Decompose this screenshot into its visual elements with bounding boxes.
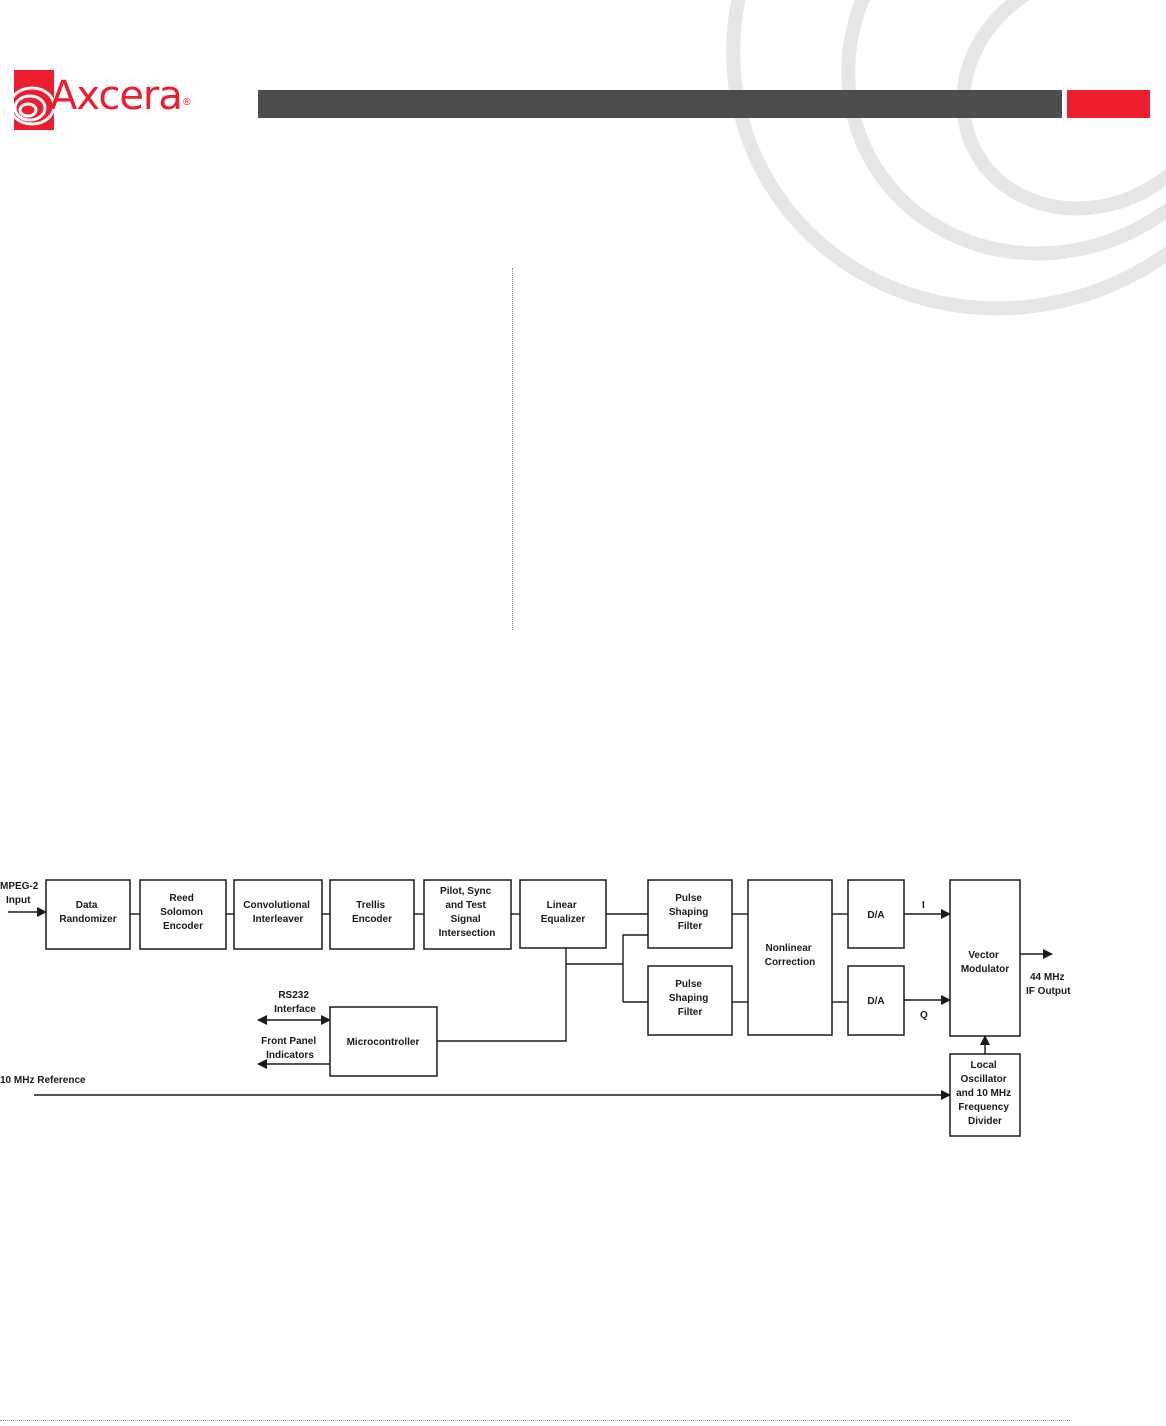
block-diagram: Data Randomizer Reed Solomon Encoder Con… bbox=[0, 879, 1071, 1137]
block-label: Nonlinear bbox=[766, 943, 812, 954]
block-label: Intersection bbox=[439, 928, 496, 939]
label-line: Input bbox=[6, 895, 31, 906]
block-label: Filter bbox=[678, 921, 703, 932]
label-line: Front Panel bbox=[261, 1036, 316, 1047]
block-label: Reed bbox=[169, 893, 193, 904]
block-label: Local bbox=[971, 1060, 997, 1071]
block-label: and Test bbox=[445, 900, 486, 911]
block-label: Shaping bbox=[669, 907, 708, 918]
block-label: Oscillator bbox=[961, 1074, 1007, 1085]
block-label: Linear bbox=[547, 900, 577, 911]
block-label: Vector bbox=[968, 950, 999, 961]
block-pilot-sync-test-signal: Pilot, Sync and Test Signal Intersection bbox=[423, 879, 512, 950]
block-pulse-shaping-filter-1: Pulse Shaping Filter bbox=[647, 879, 733, 949]
axcera-logo: Axcera® bbox=[14, 68, 214, 138]
svg-text:Pulse Shaping Filt: Pulse Shaping Filter bbox=[669, 979, 711, 1018]
q-channel-label: Q bbox=[920, 1010, 928, 1021]
signal-wires bbox=[8, 907, 1053, 1100]
svg-text:D/A: D/A bbox=[867, 910, 884, 921]
block-label: Shaping bbox=[669, 993, 708, 1004]
block-trellis-encoder: Trellis Encoder bbox=[329, 879, 415, 950]
block-label: Signal bbox=[451, 914, 481, 925]
svg-text:Microcontroller: Microcontroller bbox=[347, 1037, 420, 1048]
svg-text:Data Randomizer: Data Randomizer bbox=[59, 900, 116, 925]
block-label: Pilot, Sync bbox=[440, 886, 492, 897]
logo-wordmark: Axcera® bbox=[50, 72, 192, 131]
block-label: Interleaver bbox=[253, 914, 304, 925]
front-panel-indicators-label: Front Panel Indicators bbox=[261, 1036, 319, 1061]
svg-text:Pulse Shaping Filt: Pulse Shaping Filter bbox=[669, 893, 711, 932]
label-line: RS232 bbox=[278, 990, 309, 1001]
header-bar bbox=[258, 90, 1062, 118]
footer-divider bbox=[0, 1420, 1070, 1421]
i-channel-label: I bbox=[922, 900, 925, 911]
block-label: Filter bbox=[678, 1007, 703, 1018]
block-label: D/A bbox=[867, 910, 884, 921]
block-label: Equalizer bbox=[541, 914, 586, 925]
block-reed-solomon-encoder: Reed Solomon Encoder bbox=[139, 879, 227, 950]
block-label: Pulse bbox=[675, 979, 702, 990]
block-label: Solomon bbox=[160, 907, 203, 918]
block-label: D/A bbox=[867, 996, 884, 1007]
svg-text:Local Oscillator a: Local Oscillator and 10 MHz Frequency Di… bbox=[956, 1060, 1014, 1127]
block-da-converter-2: D/A bbox=[847, 965, 905, 1036]
block-microcontroller: Microcontroller bbox=[329, 1006, 438, 1077]
block-da-converter-1: D/A bbox=[847, 879, 905, 949]
block-label: Microcontroller bbox=[347, 1037, 420, 1048]
label-line: Interface bbox=[274, 1004, 316, 1015]
block-label: Pulse bbox=[675, 893, 702, 904]
rs232-interface-label: RS232 Interface bbox=[274, 990, 316, 1015]
block-local-oscillator: Local Oscillator and 10 MHz Frequency Di… bbox=[949, 1053, 1021, 1137]
svg-text:Linear Equalizer: Linear Equalizer bbox=[541, 900, 586, 925]
column-divider bbox=[512, 268, 513, 630]
svg-text:Vector Modulator: Vector Modulator bbox=[961, 950, 1009, 975]
block-nonlinear-correction: Nonlinear Correction bbox=[747, 879, 833, 1036]
block-vector-modulator: Vector Modulator bbox=[949, 879, 1021, 1037]
label-line: MPEG-2 bbox=[0, 881, 39, 892]
block-label: Encoder bbox=[352, 914, 392, 925]
mpeg-input-label: MPEG-2 Input bbox=[0, 881, 41, 906]
block-label: Frequency bbox=[958, 1102, 1009, 1113]
label-line: I bbox=[922, 900, 925, 911]
block-label: Randomizer bbox=[59, 914, 116, 925]
block-linear-equalizer: Linear Equalizer bbox=[519, 879, 607, 949]
label-line: Q bbox=[920, 1010, 928, 1021]
if-output-label: 44 MHz IF Output bbox=[1026, 972, 1071, 997]
svg-text:Convolutional Interleave: Convolutional Interleaver bbox=[243, 900, 312, 925]
svg-text:Nonlinear Correction: Nonlinear Correction bbox=[765, 943, 816, 968]
logo-mark-icon bbox=[14, 70, 56, 130]
block-pulse-shaping-filter-2: Pulse Shaping Filter bbox=[647, 965, 733, 1036]
block-label: Encoder bbox=[163, 921, 203, 932]
block-label: and 10 MHz bbox=[956, 1088, 1011, 1099]
svg-text:D/A: D/A bbox=[867, 996, 884, 1007]
block-label: Data bbox=[76, 900, 98, 911]
label-line: IF Output bbox=[1026, 986, 1071, 997]
svg-text:Reed Solomon Encod: Reed Solomon Encoder bbox=[160, 893, 206, 932]
block-convolutional-interleaver: Convolutional Interleaver bbox=[233, 879, 323, 950]
block-data-randomizer: Data Randomizer bbox=[45, 879, 131, 950]
ten-mhz-reference-label: 10 MHz Reference bbox=[0, 1075, 86, 1086]
logo-name: Axcera bbox=[50, 73, 183, 119]
block-label: Divider bbox=[968, 1116, 1002, 1127]
label-line: 44 MHz bbox=[1030, 972, 1064, 983]
block-label: Convolutional bbox=[243, 900, 310, 911]
label-line: 10 MHz Reference bbox=[0, 1075, 86, 1086]
registered-mark: ® bbox=[181, 97, 192, 108]
label-line: Indicators bbox=[266, 1050, 314, 1061]
svg-text:Pilot, Sync and Test: Pilot, Sync and Test Signal Intersection bbox=[439, 886, 496, 939]
block-label: Correction bbox=[765, 957, 816, 968]
header-accent-bar bbox=[1067, 90, 1150, 118]
block-label: Modulator bbox=[961, 964, 1009, 975]
block-label: Trellis bbox=[356, 900, 385, 911]
svg-text:Trellis Encoder: Trellis Encoder bbox=[352, 900, 392, 925]
